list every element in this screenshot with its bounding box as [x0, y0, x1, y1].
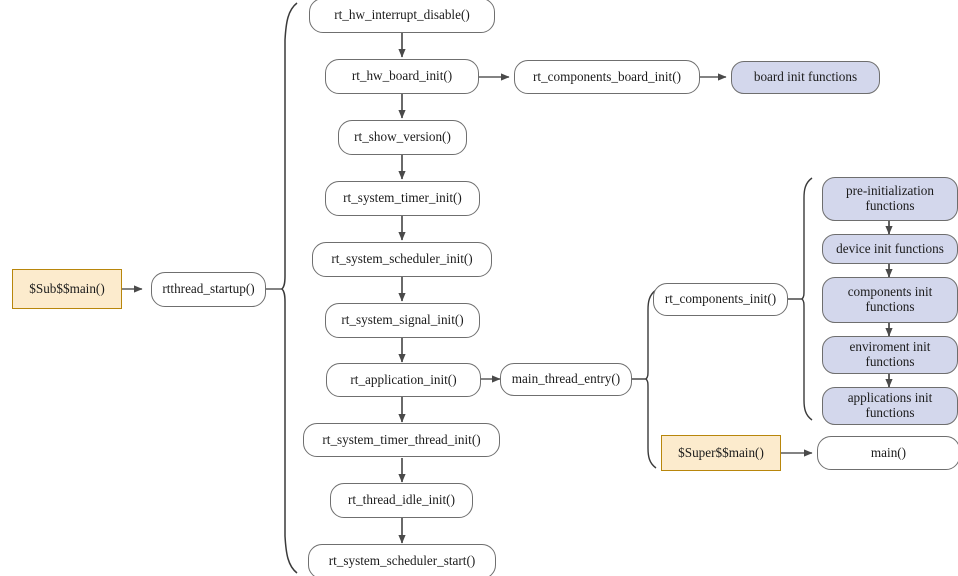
node-label: main(): [870, 444, 907, 460]
node-label: device init functions: [836, 240, 944, 256]
node-rt-system-signal-init[interactable]: rt_system_signal_init(): [325, 303, 480, 338]
node-label: rt_system_timer_init(): [343, 190, 462, 206]
node-rt-system-timer-thread-init[interactable]: rt_system_timer_thread_init(): [303, 423, 500, 457]
node-label: rt_system_scheduler_init(): [331, 251, 473, 267]
node-rt-system-timer-init[interactable]: rt_system_timer_init(): [325, 181, 480, 216]
node-label: rt_hw_interrupt_disable(): [334, 7, 470, 23]
node-main-thread-entry[interactable]: main_thread_entry(): [500, 363, 632, 396]
node-label: rt_system_timer_thread_init(): [322, 431, 481, 447]
node-label: rt_hw_board_init(): [351, 68, 453, 84]
node-super-main[interactable]: $Super$$main(): [661, 435, 781, 471]
node-label: board init functions: [753, 69, 858, 85]
node-rt-thread-idle-init[interactable]: rt_thread_idle_init(): [330, 483, 473, 518]
node-device-init-functions[interactable]: device init functions: [822, 234, 958, 264]
node-rt-application-init[interactable]: rt_application_init(): [326, 363, 481, 397]
node-rt-system-scheduler-init[interactable]: rt_system_scheduler_init(): [312, 242, 492, 277]
node-label: rt_show_version(): [354, 129, 451, 145]
node-label: main_thread_entry(): [511, 371, 621, 387]
node-label: rt_system_signal_init(): [341, 312, 464, 328]
node-rt-system-scheduler-start[interactable]: rt_system_scheduler_start(): [308, 544, 496, 576]
node-board-init-functions[interactable]: board init functions: [731, 61, 880, 94]
node-label: rt_thread_idle_init(): [348, 492, 455, 508]
node-label: components init functions: [847, 284, 933, 314]
node-components-init-functions[interactable]: components init functions: [822, 277, 958, 323]
node-label: rtthread_startup(): [162, 281, 255, 297]
main-branch-brace: [632, 289, 657, 469]
node-label: $Super$$main(): [678, 444, 764, 460]
node-pre-initialization-functions[interactable]: pre-initialization functions: [822, 177, 958, 221]
node-rt-hw-board-init[interactable]: rt_hw_board_init(): [325, 59, 479, 94]
node-rt-components-board-init[interactable]: rt_components_board_init(): [514, 60, 700, 94]
node-enviroment-init-functions[interactable]: enviroment init functions: [822, 336, 958, 374]
node-label: rt_application_init(): [350, 371, 457, 387]
node-label: enviroment init functions: [849, 339, 931, 369]
node-label: rt_components_board_init(): [533, 68, 681, 84]
node-applications-init-functions[interactable]: applications init functions: [822, 387, 958, 425]
node-label: rt_components_init(): [664, 291, 777, 307]
node-sub-main[interactable]: $Sub$$main(): [12, 269, 122, 309]
node-rt-show-version[interactable]: rt_show_version(): [338, 120, 467, 155]
node-main[interactable]: main(): [817, 436, 958, 470]
component-init-brace: [788, 177, 813, 421]
node-label: $Sub$$main(): [29, 280, 105, 296]
node-rt-components-init[interactable]: rt_components_init(): [653, 283, 788, 316]
node-rtthread-startup[interactable]: rtthread_startup(): [151, 272, 266, 307]
node-rt-hw-interrupt-disable[interactable]: rt_hw_interrupt_disable(): [309, 0, 495, 33]
node-label: applications init functions: [847, 390, 933, 420]
node-label: rt_system_scheduler_start(): [328, 553, 476, 569]
startup-sequence-brace: [280, 2, 298, 574]
node-label: pre-initialization functions: [846, 183, 934, 213]
